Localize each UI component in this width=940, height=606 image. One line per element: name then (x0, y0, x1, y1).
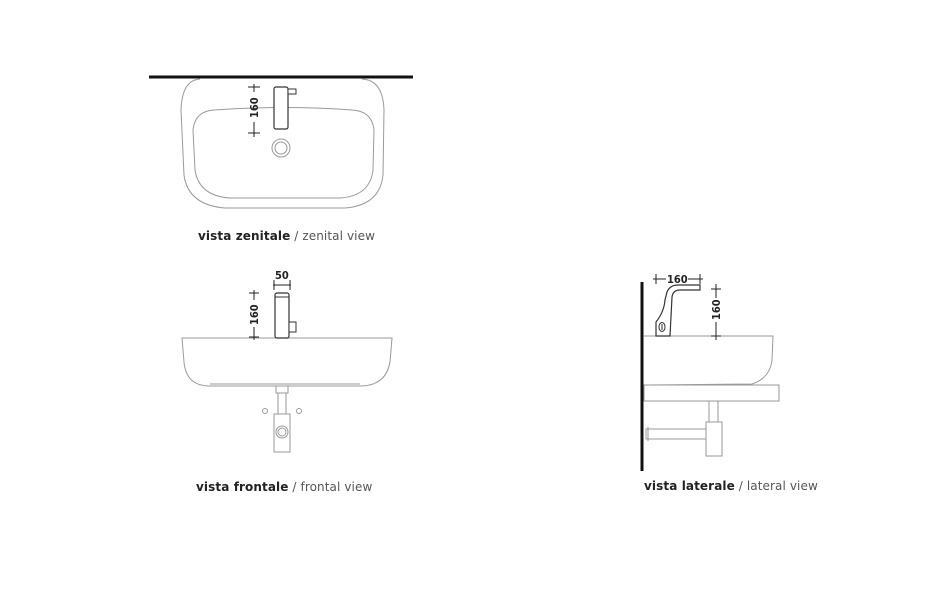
faucet-lever (287, 88, 297, 95)
fixing-hole-left (262, 408, 268, 414)
dimension-160-zenital (248, 84, 260, 137)
caption-lateral-view: vista laterale / lateral view (644, 479, 818, 493)
basin-outer-outline (180, 78, 385, 209)
faucet-lever (288, 321, 297, 333)
caption-english: frontal view (300, 480, 373, 494)
dimension-label: 160 (710, 299, 723, 320)
lateral-view: 160 160 (640, 273, 780, 471)
siphon (645, 401, 723, 457)
caption-english: zenital view (302, 229, 376, 243)
dimension-label: 160 (248, 97, 261, 118)
basin-outline (644, 335, 774, 386)
dimension-160-reach (653, 274, 703, 284)
caption-zenital-view: vista zenitale / zenital view (198, 229, 375, 243)
caption-separator: / (290, 229, 303, 243)
dimension-50-frontal (273, 280, 291, 290)
caption-separator: / (288, 480, 301, 494)
dimension-label: 50 (275, 269, 289, 282)
caption-frontal-view: vista frontale / frontal view (196, 480, 372, 494)
caption-italian: vista laterale (644, 479, 735, 493)
caption-separator: / (734, 479, 747, 493)
faucet-lever (658, 322, 666, 332)
caption-italian: vista frontale (196, 480, 289, 494)
dimension-label: 160 (248, 304, 261, 325)
basin-outline (181, 337, 393, 387)
zenital-view: 160 (149, 75, 413, 209)
basin-inner-outline (192, 107, 375, 199)
caption-english: lateral view (746, 479, 818, 493)
faucet-body (273, 86, 289, 130)
faucet-spout (655, 284, 701, 337)
siphon (273, 385, 291, 453)
dimension-160-frontal (249, 290, 259, 340)
dimension-label: 160 (667, 273, 688, 286)
faucet-body (274, 292, 290, 339)
frontal-view: 50 160 (181, 269, 393, 453)
caption-italian: vista zenitale (198, 229, 291, 243)
drain-outer (271, 138, 291, 158)
dimension-160-height (711, 284, 721, 340)
shelf (643, 384, 780, 402)
fixing-hole-right (296, 408, 302, 414)
drain-inner (274, 141, 288, 155)
